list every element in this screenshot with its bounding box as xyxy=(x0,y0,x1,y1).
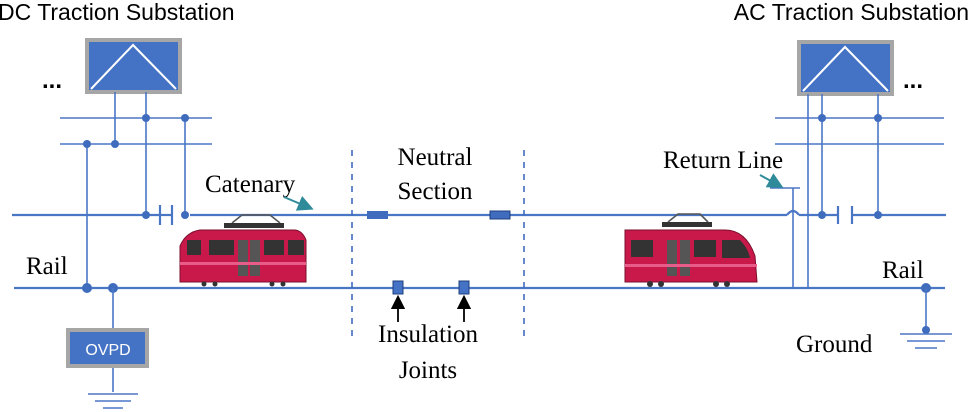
train-right xyxy=(624,213,758,287)
dc-substation-title: DC Traction Substation xyxy=(0,0,235,25)
dc-substation-icon xyxy=(85,38,182,94)
ac-ellipsis: ... xyxy=(903,67,923,94)
rail-label-right: Rail xyxy=(882,257,924,284)
rail-line xyxy=(14,280,945,295)
insulation-joints-label-1: Insulation xyxy=(378,321,478,348)
return-line-arrow xyxy=(759,173,784,188)
ground-icon-right xyxy=(900,333,952,349)
ac-substation-title: AC Traction Substation xyxy=(734,0,969,25)
ovpd-box: OVPD xyxy=(66,328,149,368)
rail-label-left: Rail xyxy=(26,253,68,280)
ground-icon-left xyxy=(88,393,138,409)
insulation-joints-label-2: Joints xyxy=(399,357,457,384)
neutral-section-label-1: Neutral xyxy=(398,144,473,171)
dc-ellipsis: ... xyxy=(42,67,62,94)
ac-substation-icon xyxy=(797,40,894,96)
ac-busbars xyxy=(770,94,944,288)
ovpd-label: OVPD xyxy=(85,342,130,359)
catenary-label: Catenary xyxy=(205,171,296,198)
ground-label: Ground xyxy=(796,331,873,358)
catenary-arrow xyxy=(283,195,314,211)
catenary-line xyxy=(12,205,946,225)
return-line-label: Return Line xyxy=(663,147,783,174)
train-left xyxy=(179,214,307,287)
neutral-section-label-2: Section xyxy=(398,178,473,205)
